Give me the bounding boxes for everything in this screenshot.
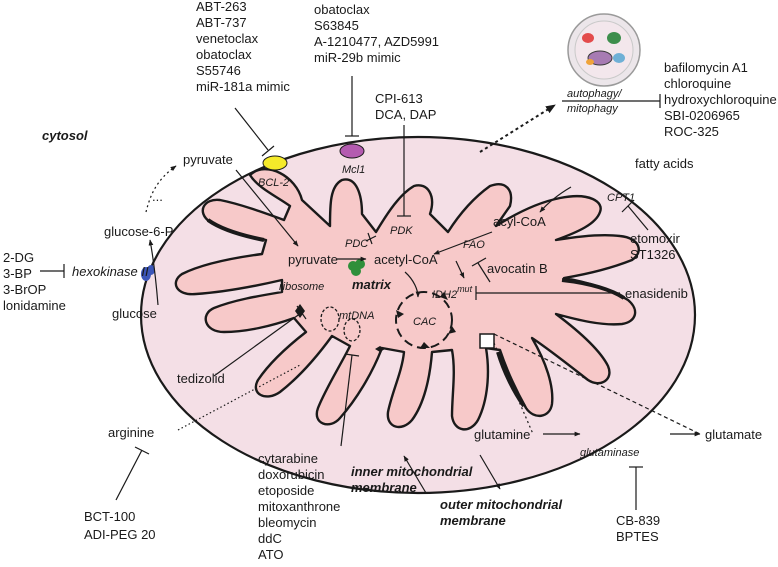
cell-vacuole-icon [567, 13, 641, 87]
svg-text:chloroquine: chloroquine [664, 76, 731, 91]
svg-text:ddC: ddC [258, 531, 282, 546]
svg-text:CB-839: CB-839 [616, 513, 660, 528]
svg-text:venetoclax: venetoclax [196, 31, 259, 46]
cpt1-label: CPT1 [607, 192, 635, 204]
pathway-arrows [145, 104, 701, 494]
acetyl-coa-label: acetyl-CoA [374, 252, 438, 267]
svg-text:ABT-737: ABT-737 [196, 15, 247, 30]
mtdna-label: mtDNA [339, 310, 374, 322]
svg-text:etomoxir: etomoxir [630, 231, 681, 246]
svg-text:lonidamine: lonidamine [3, 298, 66, 313]
arginine-inhibitor-list: BCT-100 ADI-PEG 20 [84, 509, 156, 542]
svg-text:miR-29b mimic: miR-29b mimic [314, 50, 401, 65]
svg-text:ROC-325: ROC-325 [664, 124, 719, 139]
pdk-inhibitor-list: CPI-613 DCA, DAP [375, 91, 436, 122]
bcl2-protein-icon [262, 155, 288, 171]
bcl2-label: BCL-2 [258, 177, 289, 189]
cac-label: CAC [413, 316, 436, 328]
glutaminase-label: glutaminase [580, 447, 639, 459]
svg-text:outer mitochondrial: outer mitochondrial [440, 497, 562, 512]
svg-text:CPI-613: CPI-613 [375, 91, 423, 106]
bcl2-inhibitor-list: ABT-263 ABT-737 venetoclax obatoclax S55… [196, 0, 290, 94]
svg-text:ABT-263: ABT-263 [196, 0, 247, 14]
fao-label: FAO [463, 239, 485, 251]
svg-text:ADI-PEG 20: ADI-PEG 20 [84, 527, 156, 542]
svg-text:A-1210477, AZD5991: A-1210477, AZD5991 [314, 34, 439, 49]
glucose6p-label: glucose-6-P [104, 224, 173, 239]
ribosome-icon [295, 304, 305, 318]
svg-text:SBI-0206965: SBI-0206965 [664, 108, 740, 123]
svg-text:miR-181a mimic: miR-181a mimic [196, 79, 290, 94]
inner-membrane-label: inner mitochondrial membrane [351, 464, 473, 495]
svg-text:membrane: membrane [440, 513, 506, 528]
mtdna-icon [320, 306, 340, 332]
svg-text:S63845: S63845 [314, 18, 359, 33]
outer-membrane-label: outer mitochondrial membrane [440, 497, 562, 528]
idh2-inhibitor-label: enasidenib [625, 286, 688, 301]
idh2-label: IDH2mut [432, 284, 473, 301]
svg-text:cytarabine: cytarabine [258, 451, 318, 466]
svg-text:BCT-100: BCT-100 [84, 509, 135, 524]
pdc-complex-icon [348, 259, 365, 276]
mcl1-label: Mcl1 [342, 164, 365, 176]
hexokinase-label: hexokinase II [72, 264, 149, 279]
svg-text:membrane: membrane [351, 480, 417, 495]
glutamate-label: glutamate [705, 427, 762, 442]
svg-text:mitoxanthrone: mitoxanthrone [258, 499, 340, 514]
glutaminase-inhibitor-list: CB-839 BPTES [616, 513, 660, 544]
inner-mitochondrial-membrane [174, 168, 640, 431]
pdc-label: PDC [345, 238, 368, 250]
svg-text:DCA, DAP: DCA, DAP [375, 107, 436, 122]
glucose-label: glucose [112, 306, 157, 321]
svg-text:3-BrOP: 3-BrOP [3, 282, 46, 297]
pyruvate-matrix-label: pyruvate [288, 252, 338, 267]
svg-text:inner mitochondrial: inner mitochondrial [351, 464, 473, 479]
acyl-coa-label: acyl-CoA [493, 214, 546, 229]
hexokinase-protein-icon [141, 265, 155, 281]
svg-text:etoposide: etoposide [258, 483, 314, 498]
mcl1-protein-icon [339, 143, 365, 159]
ribosome-inhibitor-label: tedizolid [177, 371, 225, 386]
svg-text:bleomycin: bleomycin [258, 515, 317, 530]
pyruvate-cytosol-label: pyruvate [183, 152, 233, 167]
mtdna-inhibitor-list: cytarabine doxorubicin etoposide mitoxan… [258, 451, 340, 562]
autophagy-label: autophagy/ mitophagy [567, 88, 622, 115]
svg-text:mitophagy: mitophagy [567, 103, 619, 115]
cac-cycle [395, 291, 456, 349]
svg-text:doxorubicin: doxorubicin [258, 467, 325, 482]
glutamine-label: glutamine [474, 427, 530, 442]
pdk-label: PDK [390, 225, 413, 237]
svg-text:ATO: ATO [258, 547, 284, 562]
inhibition-lines [40, 76, 661, 510]
svg-text:S55746: S55746 [196, 63, 241, 78]
svg-text:3-BP: 3-BP [3, 266, 32, 281]
svg-text:autophagy/: autophagy/ [567, 88, 622, 100]
cytosol-label: cytosol [42, 128, 88, 143]
fao-inhibitor-label: avocatin B [487, 261, 548, 276]
svg-text:hydroxychloroquine: hydroxychloroquine [664, 92, 777, 107]
hexokinase-inhibitor-list: 2-DG 3-BP 3-BrOP lonidamine [3, 250, 66, 313]
mcl1-inhibitor-list: obatoclax S63845 A-1210477, AZD5991 miR-… [314, 2, 439, 65]
matrix-label: matrix [352, 277, 392, 292]
svg-text:bafilomycin A1: bafilomycin A1 [664, 60, 748, 75]
fatty-acids-label: fatty acids [635, 156, 694, 171]
autophagy-inhibitor-list: bafilomycin A1 chloroquine hydroxychloro… [664, 60, 777, 139]
magnified-region-box [479, 333, 495, 349]
svg-text:BPTES: BPTES [616, 529, 659, 544]
cpt1-inhibitor-list: etomoxir ST1326 [630, 231, 681, 262]
svg-text:2-DG: 2-DG [3, 250, 34, 265]
ribosome-label: ribosome [279, 281, 324, 293]
svg-text:ST1326: ST1326 [630, 247, 676, 262]
arginine-label: arginine [108, 425, 154, 440]
ellipsis-label: ... [152, 189, 163, 204]
svg-text:obatoclax: obatoclax [314, 2, 370, 17]
svg-text:obatoclax: obatoclax [196, 47, 252, 62]
